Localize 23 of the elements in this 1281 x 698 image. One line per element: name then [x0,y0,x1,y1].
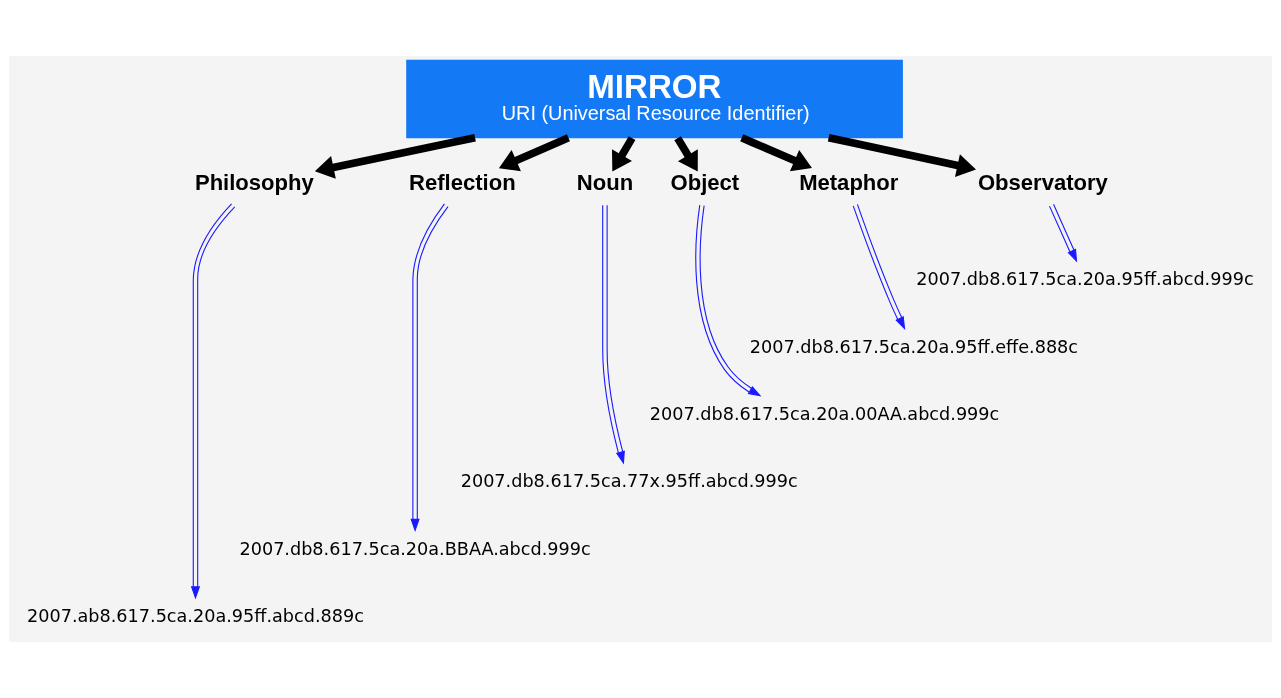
node-text: 2007.db8.617.5ca.20a.95ff.abcd.999c [916,269,1254,290]
node-text: 2007.ab8.617.5ca.20a.95ff.abcd.889c [27,605,364,626]
arrow [602,204,625,465]
node-text: Noun [576,169,634,195]
node-text: Philosophy [194,169,314,195]
node-text: Object [670,169,740,195]
arrow [1048,203,1078,263]
node-text: 2007.db8.617.5ca.20a.BBAA.abcd.999c [239,538,591,559]
node-box: MIRROR URI (Universal Resource Identifier) [406,59,903,139]
node-text: 2007.db8.617.5ca.77x.95ff.abcd.999c [460,471,798,492]
arrow [498,134,570,172]
node-text: Metaphor [799,169,899,195]
node-text: 2007.db8.617.5ca.20a.95ff.effe.888c [749,336,1079,357]
arrow [695,204,762,397]
arrow [410,203,449,533]
arrow [740,134,812,172]
arrow [674,136,698,172]
node-text: Reflection [409,169,516,195]
node-text: Observatory [977,169,1108,195]
arrow [852,203,906,331]
arrow [611,136,636,172]
arrow [190,203,236,600]
node-text: 2007.db8.617.5ca.20a.00AA.abcd.999c [649,403,1000,424]
